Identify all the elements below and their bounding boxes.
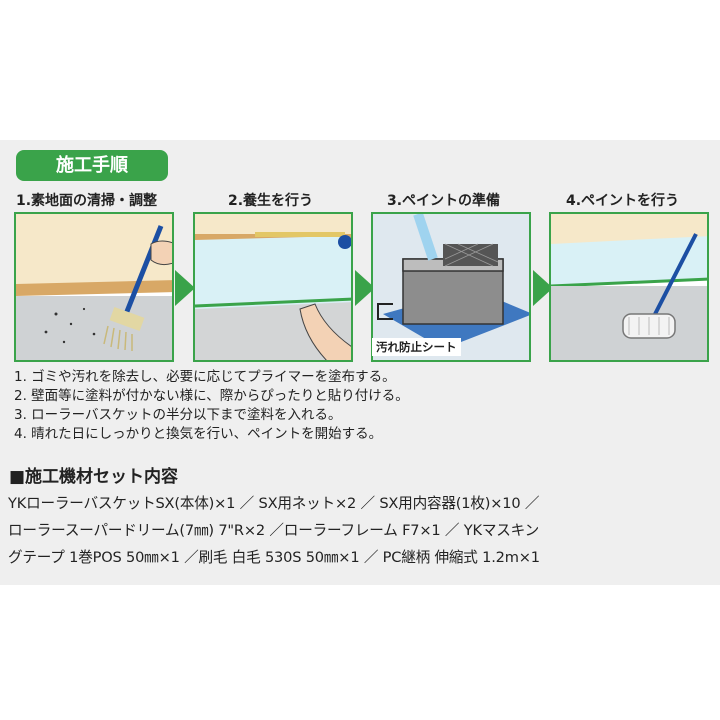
arrow-3-icon <box>533 270 553 306</box>
equipment-set-contents: YKローラーバスケットSX(本体)×1 ／ SX用ネット×2 ／ SX用内容器(… <box>8 490 718 571</box>
arrow-2-icon <box>355 270 375 306</box>
procedure-badge: 施工手順 <box>16 150 168 181</box>
equipment-set-title: ■施工機材セット内容 <box>9 467 179 487</box>
equipment-line: グテープ 1巻POS 50㎜×1 ／刷毛 白毛 530S 50㎜×1 ／ PC継… <box>8 549 540 566</box>
step-3-illustration <box>371 212 531 362</box>
instructions-list: 1. ゴミや汚れを除去し、必要に応じてプライマーを塗布する。 2. 壁面等に塗料… <box>14 368 409 444</box>
equipment-line: YKローラーバスケットSX(本体)×1 ／ SX用ネット×2 ／ SX用内容器(… <box>8 495 540 512</box>
step-4-title: 4.ペイントを行う <box>566 193 680 209</box>
sheet-label: 汚れ防止シート <box>372 338 461 356</box>
step-2-title: 2.養生を行う <box>228 193 314 209</box>
step-1-title: 1.素地面の清掃・調整 <box>16 193 158 209</box>
instruction-item: 4. 晴れた日にしっかりと換気を行い、ペイントを開始する。 <box>14 426 383 442</box>
step-1-illustration <box>14 212 174 362</box>
arrow-1-icon <box>175 270 195 306</box>
step-3-title: 3.ペイントの準備 <box>387 193 501 209</box>
step-2-illustration <box>193 212 353 362</box>
step-4-illustration <box>549 212 709 362</box>
instruction-item: 2. 壁面等に塗料が付かない様に、際からぴったりと貼り付ける。 <box>14 388 409 404</box>
instruction-item: 1. ゴミや汚れを除去し、必要に応じてプライマーを塗布する。 <box>14 369 396 385</box>
instruction-item: 3. ローラーバスケットの半分以下まで塗料を入れる。 <box>14 407 342 423</box>
equipment-line: ローラースーパードリーム(7㎜) 7"R×2 ／ローラーフレーム F7×1 ／ … <box>8 522 539 539</box>
